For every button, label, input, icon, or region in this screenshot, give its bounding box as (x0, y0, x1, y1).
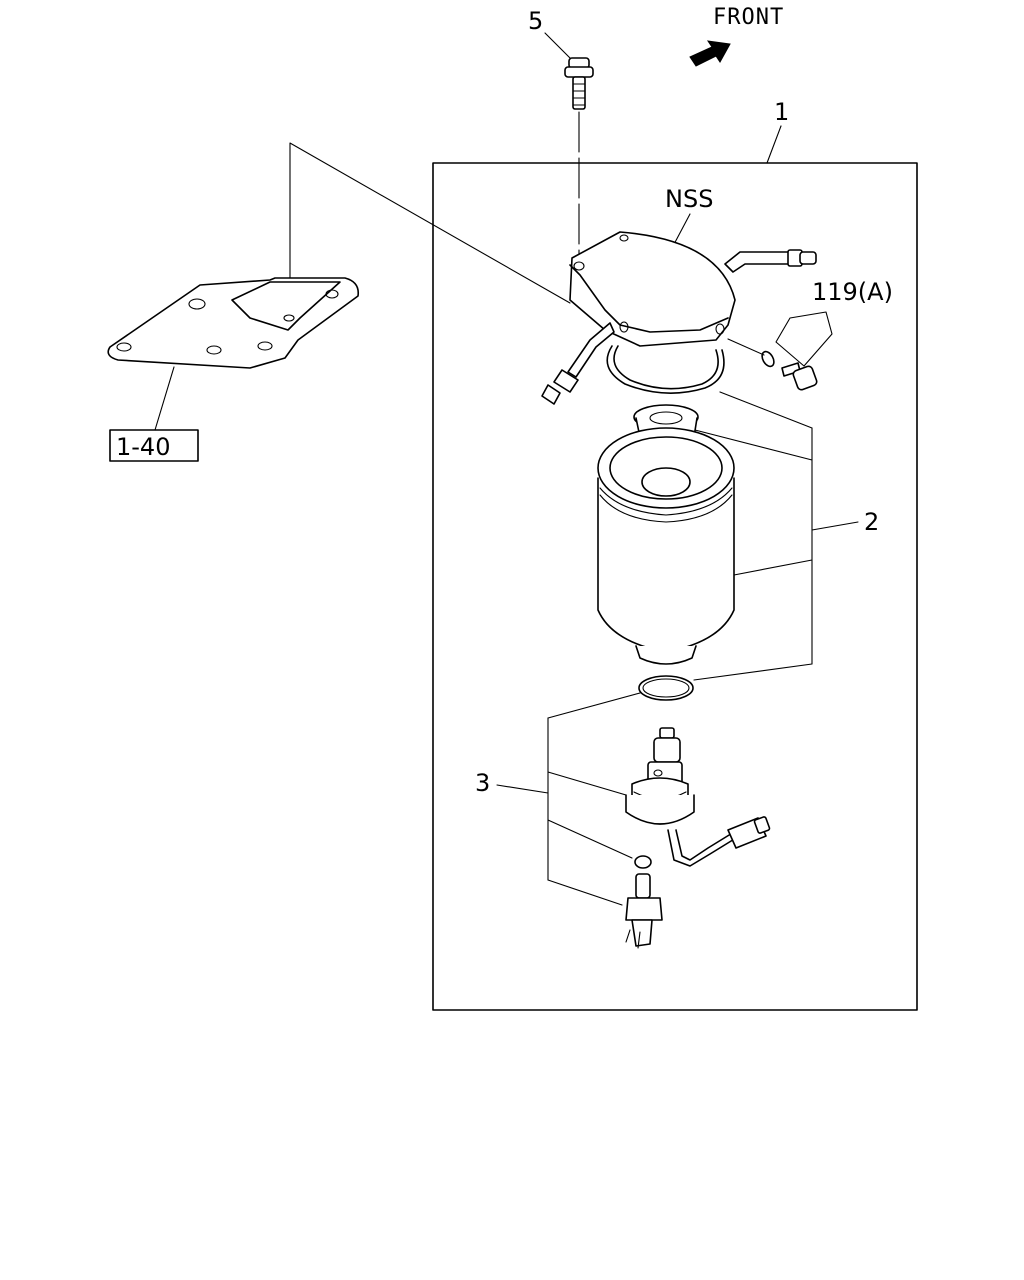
nss-label: NSS (665, 185, 713, 213)
callout-2[interactable]: 2 (864, 508, 879, 536)
ref-box-1-40[interactable] (109, 429, 199, 462)
leader-119a (775, 311, 833, 367)
ref-1-40: 1-40 (116, 433, 170, 461)
leader-5 (544, 32, 573, 61)
bolt-5[interactable] (564, 57, 594, 110)
filter-element[interactable] (597, 427, 735, 665)
front-label: FRONT (713, 5, 784, 30)
leader-1 (766, 125, 782, 164)
o-ring-bottom[interactable] (638, 675, 694, 701)
filter-head[interactable] (541, 231, 817, 405)
washer-axis (727, 338, 765, 356)
arrow-right-icon (689, 40, 731, 67)
mounting-bracket[interactable] (107, 277, 360, 369)
leader-3 (496, 692, 641, 906)
leader-2 (693, 391, 859, 681)
o-ring-small[interactable] (634, 855, 652, 869)
bracket-leader (289, 142, 571, 328)
leader-1-40 (154, 366, 175, 431)
callout-1[interactable]: 1 (774, 98, 789, 126)
callout-3[interactable]: 3 (475, 769, 490, 797)
callout-119a[interactable]: 119(A) (812, 278, 893, 306)
drain-plug[interactable] (625, 873, 663, 949)
water-sensor[interactable] (625, 727, 771, 867)
o-ring-head[interactable] (606, 345, 725, 394)
washer-119a[interactable] (760, 350, 777, 369)
assembly-frame (432, 162, 918, 1011)
callout-5[interactable]: 5 (528, 7, 543, 35)
bolt-119a[interactable] (781, 362, 818, 391)
